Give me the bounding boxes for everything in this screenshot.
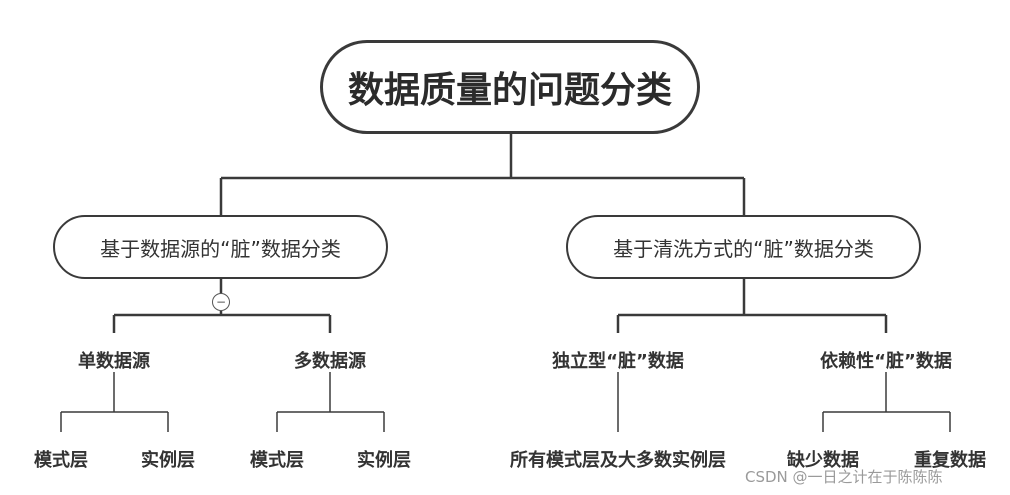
leaf-schema-layer-2[interactable]: 模式层 [250,450,304,471]
branch-node-cleaning[interactable]: 基于清洗方式的“脏”数据分类 [566,215,921,279]
node-multi-source[interactable]: 多数据源 [294,351,366,372]
node-dependent-dirty-data[interactable]: 依赖性“脏”数据 [820,351,952,372]
collapse-toggle-icon[interactable]: − [212,293,230,311]
watermark: CSDN @一日之计在于陈陈陈 [745,468,943,486]
node-independent-dirty-data[interactable]: 独立型“脏”数据 [552,351,684,372]
leaf-instance-layer-2[interactable]: 实例层 [357,450,411,471]
root-node[interactable]: 数据质量的问题分类 [320,40,700,134]
node-single-source[interactable]: 单数据源 [78,351,150,372]
leaf-instance-layer-1[interactable]: 实例层 [141,450,195,471]
leaf-all-schema-most-instance[interactable]: 所有模式层及大多数实例层 [510,450,726,471]
leaf-missing-data[interactable]: 缺少数据 [787,450,859,471]
leaf-schema-layer-1[interactable]: 模式层 [34,450,88,471]
leaf-duplicate-data[interactable]: 重复数据 [914,450,986,471]
branch-node-source[interactable]: 基于数据源的“脏”数据分类 [53,215,388,279]
